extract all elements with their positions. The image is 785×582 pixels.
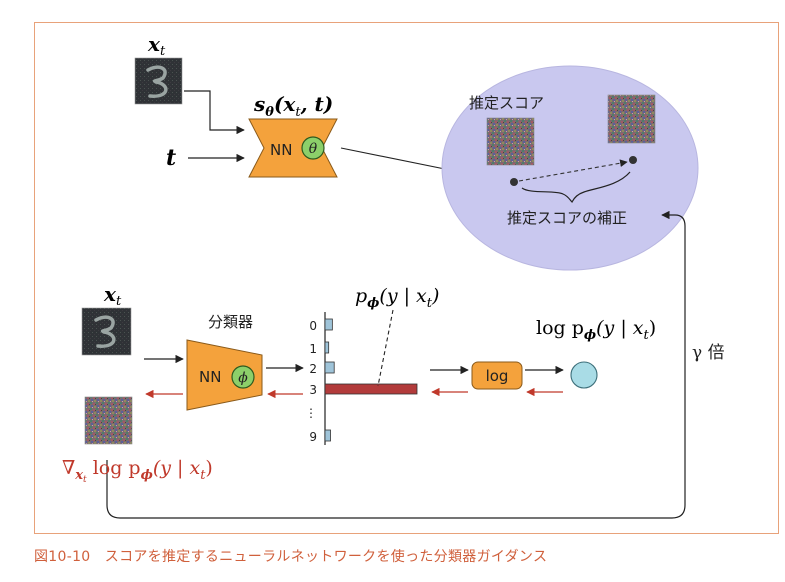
prob-bar (324, 318, 333, 331)
nn-phi-label: NN (199, 368, 221, 386)
phi-param-circle (231, 365, 255, 389)
estimated-score-image (486, 117, 535, 166)
bottom-input-label: xt (103, 282, 122, 309)
corrected-score-point (629, 156, 637, 164)
classifier-label: 分類器 (208, 313, 253, 331)
nn-phi-block: NN ϕ (186, 339, 263, 411)
log-prob-label: log pϕ(y | xt) (536, 317, 656, 343)
top-t-label: t (166, 145, 176, 171)
feedback-line (106, 210, 686, 519)
prob-category-label: 9 (309, 430, 317, 444)
arrow-digit-to-nn (184, 90, 245, 135)
correction-dashed-arrow (518, 159, 628, 182)
prob-category-label: 2 (309, 362, 317, 376)
nn-theta-label: NN (270, 141, 292, 159)
probability-chart: 0 1 2 3 ⋮ 9 (305, 312, 418, 445)
prob-bar (324, 429, 331, 442)
prob-bar (324, 361, 335, 374)
theta-symbol: θ (309, 141, 318, 157)
corrected-score-image (607, 94, 656, 144)
estimated-score-label: 推定スコア (469, 94, 544, 112)
output-circle (570, 361, 598, 389)
prob-bar (324, 341, 330, 354)
prob-label-leader (377, 309, 394, 387)
log-box-label: log (486, 367, 509, 385)
correction-label: 推定スコアの補正 (507, 209, 627, 227)
bottom-digit-image (81, 307, 132, 356)
gamma-label: γ 倍 (692, 343, 725, 363)
prob-bar (324, 383, 418, 395)
prob-category-label: 1 (309, 342, 317, 356)
top-input-label: xt (147, 32, 166, 59)
top-digit-image (134, 57, 183, 105)
prob-category-label: ⋮ (305, 406, 317, 420)
figure-caption: 図10-10 スコアを推定するニューラルネットワークを使った分類器ガイダンス (34, 549, 548, 565)
nn-theta-block: NN θ (248, 118, 338, 178)
gradient-noise-image (84, 396, 133, 445)
phi-symbol: ϕ (238, 370, 248, 386)
theta-param-circle (301, 136, 325, 160)
prob-category-label: 3 (309, 383, 317, 397)
prob-label: pϕ(y | xt) (355, 285, 439, 311)
prob-category-label: 0 (309, 319, 317, 333)
log-box: log (471, 361, 523, 390)
estimated-score-point (510, 178, 518, 186)
diagram-frame (34, 22, 779, 534)
gradient-label: ∇xt log pϕ(y | xt) (62, 457, 213, 485)
correction-brace (521, 171, 631, 204)
score-function-label: sθ(xt, t) (253, 92, 333, 120)
